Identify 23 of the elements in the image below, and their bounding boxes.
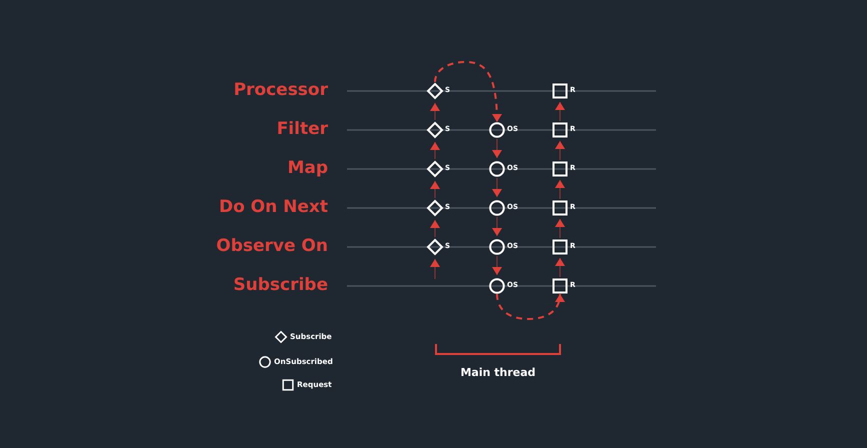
row-label: Filter [276, 119, 328, 139]
arrow [555, 218, 565, 238]
arrow [430, 258, 440, 280]
row-label: Observe On [216, 236, 328, 256]
dashed-arrow [496, 294, 564, 320]
dashed-arrow [434, 61, 502, 122]
row-label: Processor [234, 80, 328, 100]
arrow [555, 180, 565, 200]
arrow [492, 178, 502, 198]
arrow [492, 138, 502, 158]
arrow [492, 216, 502, 236]
row-label: Subscribe [233, 275, 328, 295]
arrow [430, 102, 440, 120]
row-label: Map [287, 158, 328, 178]
row-label: Do On Next [218, 197, 328, 217]
caption: Main thread [459, 366, 537, 379]
arrow [430, 142, 440, 160]
arrow [430, 180, 440, 198]
arrow [555, 258, 565, 278]
arrow [555, 140, 565, 160]
arrow [492, 256, 502, 276]
arrow [430, 220, 440, 238]
arrow [555, 102, 565, 122]
